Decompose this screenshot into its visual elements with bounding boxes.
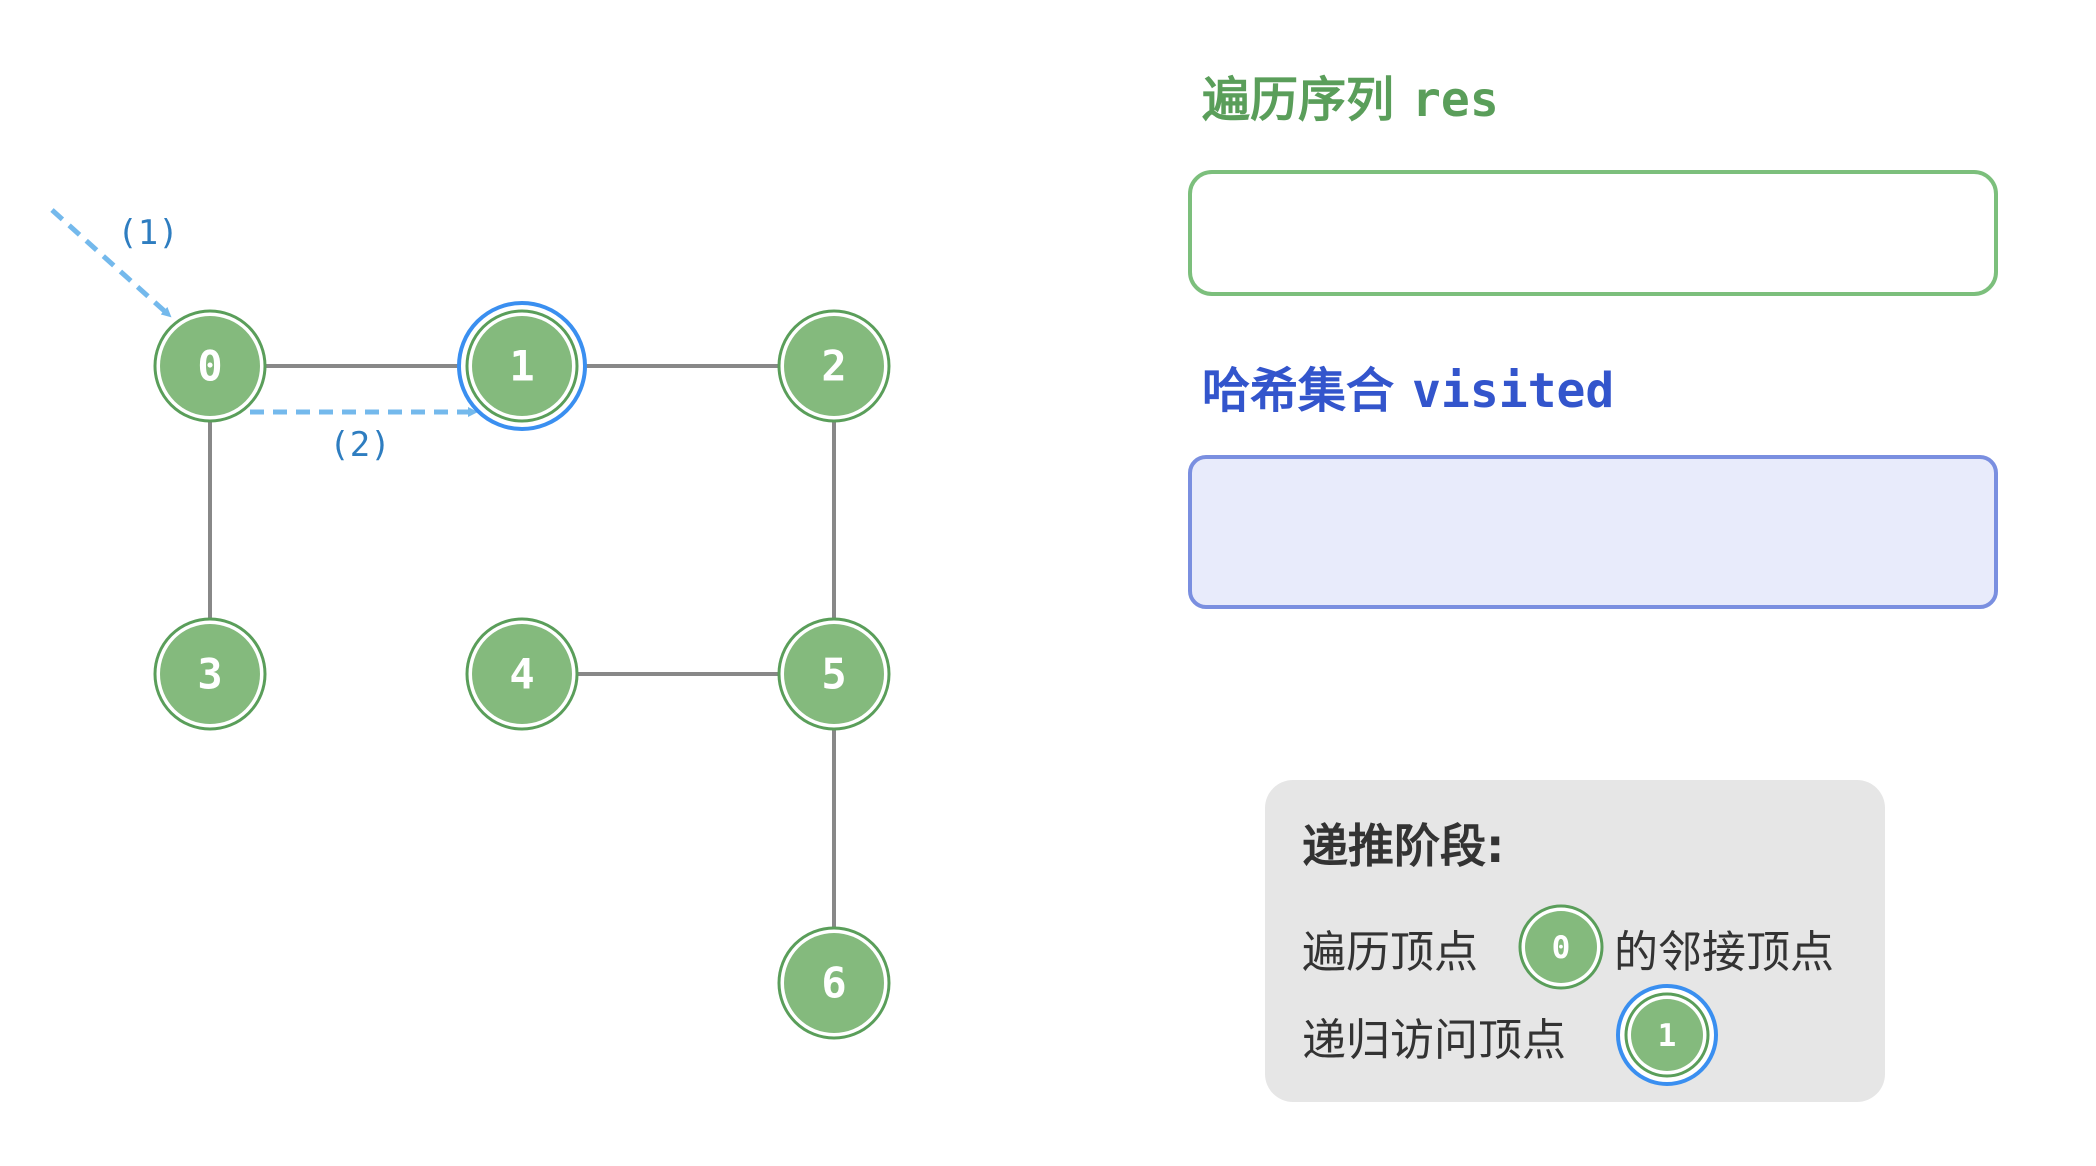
vertex-2-label: 2 xyxy=(821,342,846,391)
vertex-1-fill xyxy=(472,316,572,416)
res-title-cn: 遍历序列 xyxy=(1202,72,1395,128)
vertex-6: 6 xyxy=(777,926,891,1040)
vertex-1-label: 1 xyxy=(509,342,534,391)
res-title-code: res xyxy=(1412,72,1499,128)
res-sequence-box xyxy=(1188,170,1998,296)
vertex-0: 0 xyxy=(153,309,267,423)
step-1-label: (1) xyxy=(117,213,178,253)
note-line1-prefix: 遍历顶点 xyxy=(1302,927,1478,978)
note-title: 递推阶段: xyxy=(1302,819,1505,873)
vertex-3: 3 xyxy=(153,617,267,731)
vertex-5-label: 5 xyxy=(821,650,846,699)
vertex-6-fill xyxy=(784,933,884,1033)
vertex-4-fill xyxy=(472,624,572,724)
vertex-5-fill xyxy=(784,624,884,724)
step-1-arrow xyxy=(50,208,172,318)
step-arrows: (1) (2) xyxy=(50,208,478,465)
vertex-6-label: 6 xyxy=(821,959,846,1008)
vertex-4: 4 xyxy=(465,617,579,731)
visited-title-cn: 哈希集合 xyxy=(1202,363,1395,419)
visited-set-box xyxy=(1188,455,1998,609)
note-line1-suffix: 的邻接顶点 xyxy=(1614,927,1834,978)
step-2-label: (2) xyxy=(329,425,390,465)
visited-title-code: visited xyxy=(1412,363,1615,419)
vertex-2-fill xyxy=(784,316,884,416)
vertex-5: 5 xyxy=(777,617,891,731)
note-line2-prefix: 递归访问顶点 xyxy=(1302,1015,1566,1066)
visited-title: 哈希集合 visited xyxy=(1202,351,1614,421)
res-title: 遍历序列 res xyxy=(1202,60,1499,130)
vertex-3-label: 3 xyxy=(197,650,222,699)
vertex-2: 2 xyxy=(777,309,891,423)
vertex-0-fill xyxy=(160,316,260,416)
vertex-3-fill xyxy=(160,624,260,724)
vertex-4-label: 4 xyxy=(509,650,534,699)
vertex-0-label: 0 xyxy=(197,342,222,391)
graph-vertices: 0 1 2 3 4 5 6 xyxy=(153,301,891,1040)
vertex-1: 1 xyxy=(457,301,587,431)
